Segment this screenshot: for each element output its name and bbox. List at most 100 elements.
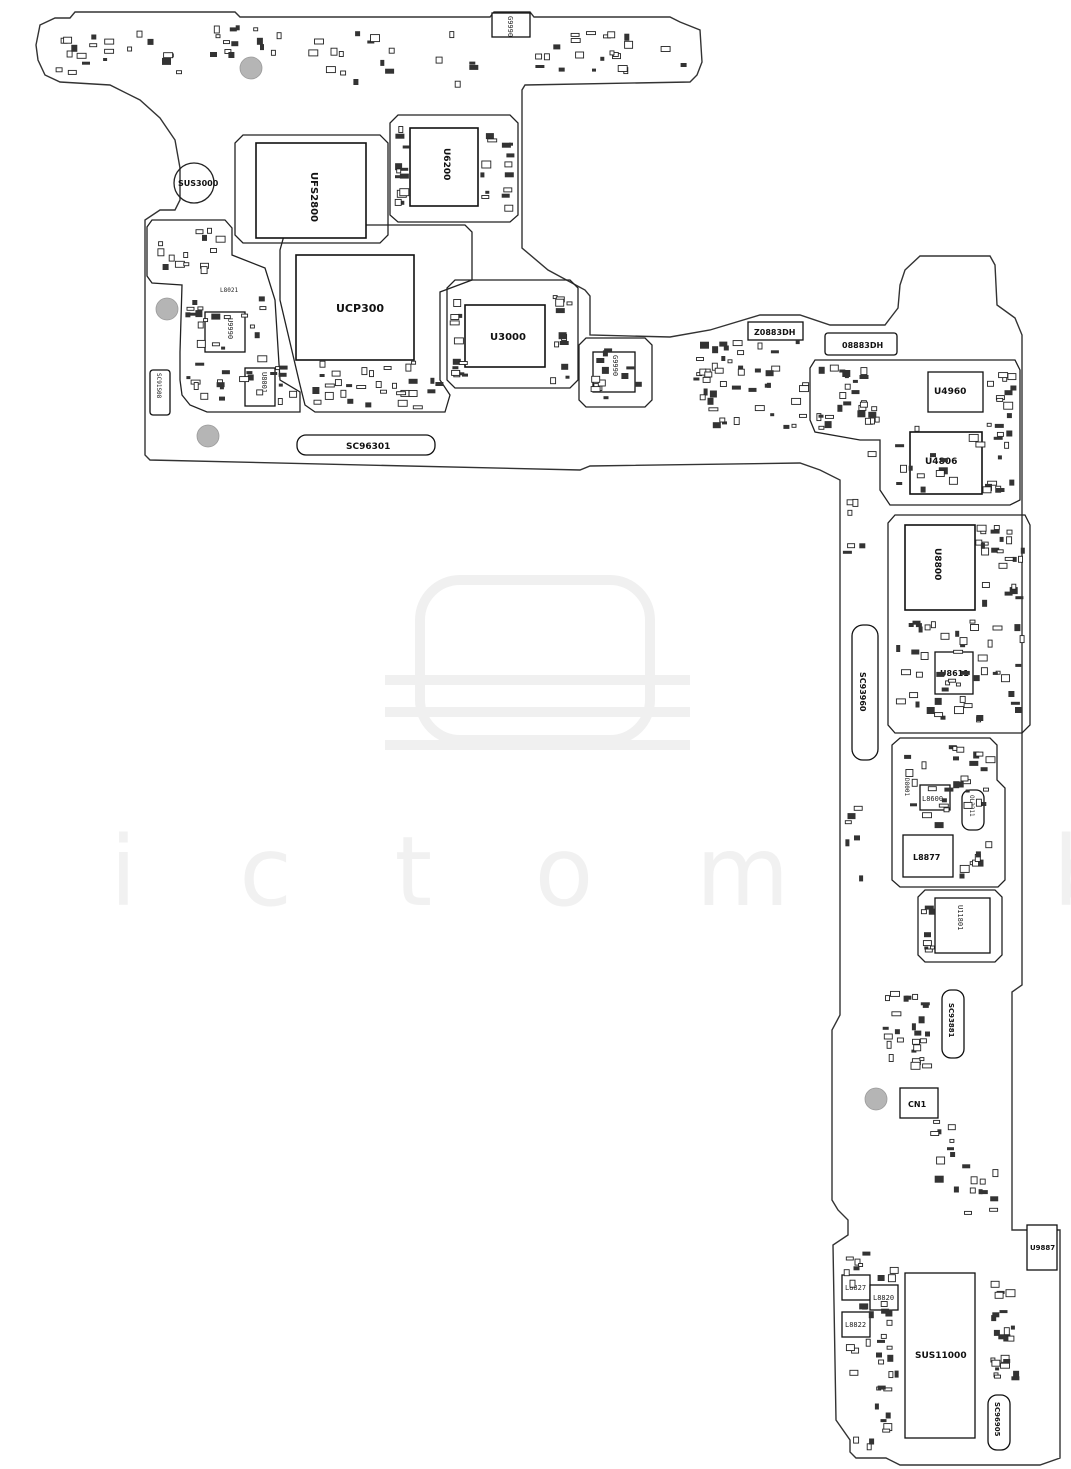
smd-component [254,332,260,339]
smd-component [565,375,570,379]
smd-component [843,401,852,406]
smd-component [888,1054,894,1062]
smd-component [325,66,336,74]
smd-component [859,875,864,882]
smd-component [930,1131,940,1136]
label-u8611: U8611 [940,669,969,678]
smd-component [985,841,993,849]
smd-component [553,44,561,50]
smd-component [992,625,1003,631]
smd-component [933,1119,941,1124]
smd-component [235,25,240,31]
label-u9887: U9887 [1030,1244,1055,1252]
smd-component [215,34,221,39]
smd-component [346,384,353,388]
smd-component [901,669,911,676]
smd-component [660,46,671,52]
smd-component [870,417,875,425]
smd-component [330,47,338,56]
smd-component [453,299,462,307]
shield-u11801 [917,889,1003,963]
smd-component [987,480,998,486]
smd-component [916,473,925,479]
smd-component [1008,691,1015,697]
smd-component [953,1186,959,1193]
smd-component [1006,536,1013,545]
smd-component [978,859,984,867]
smd-component [66,50,73,58]
smd-component [936,1156,946,1165]
smd-component [959,637,968,646]
smd-component [919,1057,925,1062]
smd-component [993,525,1000,530]
smd-component [980,667,988,676]
smd-component [979,802,987,806]
smd-component [561,363,569,370]
smd-component [970,624,979,631]
smd-component [860,367,868,376]
smd-component [260,44,264,51]
smd-component [975,539,983,546]
smd-component [845,839,850,847]
label-l8820: L8820 [873,1294,894,1302]
smd-component [878,1359,885,1365]
smd-component [276,32,282,40]
smd-component [910,1061,921,1070]
smd-component [770,350,779,354]
shield-u4960 [809,359,1021,506]
smd-component [910,803,917,807]
smd-component [877,1385,886,1390]
smd-component [748,387,757,392]
smd-component [408,378,418,384]
smd-component [570,32,580,37]
smd-component [570,38,581,43]
smd-component [1004,591,1013,596]
chip-ucp300 [295,254,415,361]
smd-component [702,376,711,383]
smd-component [859,401,868,408]
smd-component [215,235,226,243]
smd-component [1010,701,1020,705]
chip-u3000 [464,304,546,368]
smd-component [993,436,1003,440]
label-sus3000: SUS3000 [178,179,219,188]
smd-component [994,423,1004,428]
smd-component [509,142,513,146]
smd-component [918,1016,925,1024]
smd-component [918,626,923,633]
smd-component [992,1312,1000,1318]
smd-component [707,397,714,405]
smd-component [210,248,217,253]
smd-component [969,619,976,624]
smd-component [911,649,920,655]
smd-component [278,365,288,370]
smd-component [558,67,565,72]
smd-component [924,624,931,631]
smd-component [1004,390,1013,396]
smd-component [708,407,719,412]
smd-component [213,25,220,34]
smd-component [754,368,761,373]
smd-component [973,675,980,682]
smd-component [991,1359,1001,1367]
smd-component [624,40,634,49]
connector-sc93881 [941,989,965,1059]
smd-component [866,1443,872,1451]
smd-component [886,1040,892,1049]
smd-component [395,133,405,139]
smd-component [956,781,964,788]
smd-component [999,536,1004,542]
smd-component [67,69,77,75]
smd-component [979,1178,986,1185]
smd-component [990,1280,1000,1288]
smd-component [882,1428,891,1433]
smd-component [396,168,402,174]
smd-component [586,31,596,36]
chip-u6200 [409,127,479,207]
smd-component [104,38,115,45]
smd-component [1007,373,1017,381]
smd-component [340,389,347,398]
smd-component [435,382,444,386]
smd-component [147,38,154,45]
smd-component [400,167,409,171]
